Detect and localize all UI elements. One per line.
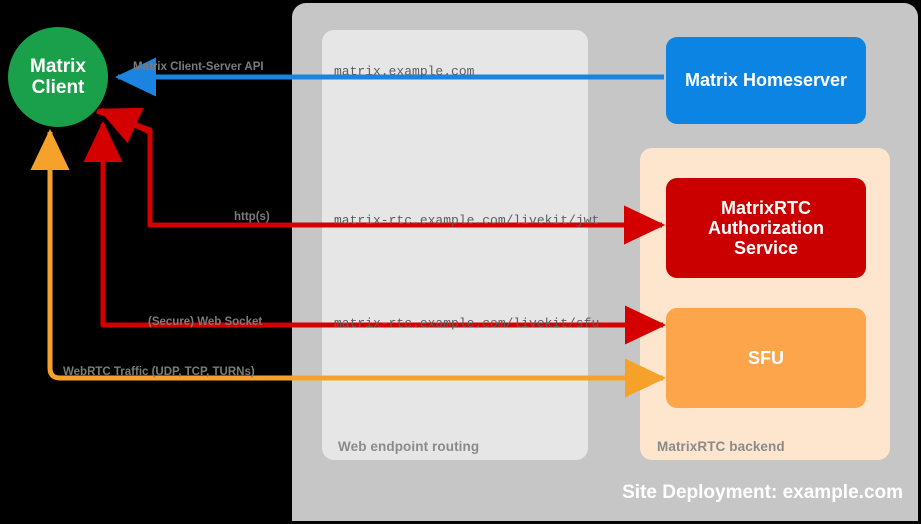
wire-jwt-http [96, 108, 666, 245]
flow-label-client-server-api: Matrix Client-Server API [133, 61, 264, 73]
wire-jwt-http-body [147, 130, 666, 245]
node-auth-line-1: MatrixRTC [720, 197, 811, 218]
node-sfu-label: SFU [748, 347, 784, 368]
panel-web-endpoint-routing [322, 30, 588, 460]
node-matrix-client-line-2: Client [31, 77, 85, 98]
node-matrixrtc-authorization-service[interactable]: MatrixRTC Authorization Service [666, 178, 866, 278]
node-matrix-client[interactable]: Matrix Client [8, 27, 108, 127]
wire-webrtc-body [47, 150, 662, 381]
wire-jwt-http-head [98, 107, 152, 144]
node-matrix-homeserver-label: Matrix Homeserver [684, 70, 848, 91]
endpoint-livekit-jwt: matrix-rtc.example.com/livekit/jwt [334, 213, 600, 228]
node-sfu[interactable]: SFU [666, 308, 866, 408]
panel-label-web-endpoint-routing: Web endpoint routing [338, 439, 480, 454]
node-matrix-client-line-1: Matrix [30, 55, 86, 77]
wire-sfu-websocket-body [100, 135, 662, 328]
panel-label-matrixrtc-backend: MatrixRTC backend [657, 439, 785, 454]
flow-label-http: http(s) [234, 211, 270, 223]
panel-label-site-deployment: Site Deployment: example.com [622, 482, 903, 503]
node-auth-line-2: Authorization [708, 217, 824, 238]
flow-label-web-socket: (Secure) Web Socket [148, 316, 263, 328]
endpoint-matrix-example-com: matrix.example.com [334, 64, 475, 79]
flow-label-webrtc-traffic: WebRTC Traffic (UDP, TCP, TURNs) [63, 366, 255, 378]
node-matrix-homeserver[interactable]: Matrix Homeserver [666, 37, 866, 124]
endpoint-livekit-sfu: matrix-rtc.example.com/livekit/sfu [334, 316, 600, 331]
node-auth-line-3: Service [733, 238, 799, 259]
